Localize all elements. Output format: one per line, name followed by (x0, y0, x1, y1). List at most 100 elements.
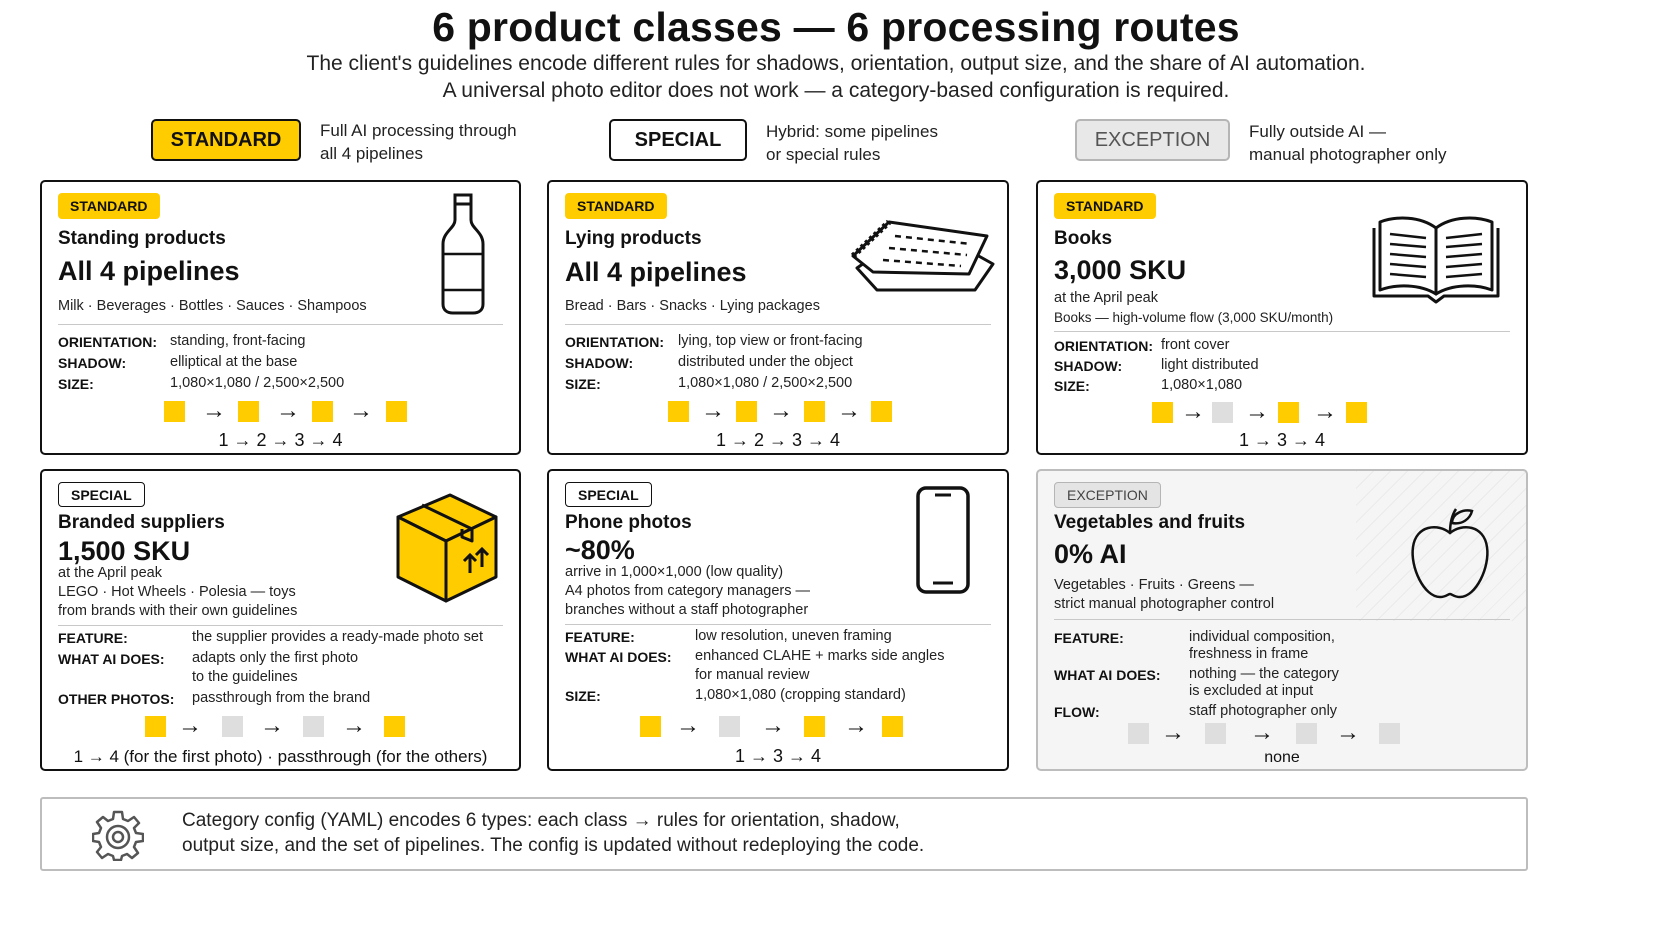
card-examples: Milk · Beverages · Bottles · Sauces · Sh… (58, 298, 367, 314)
pipeline-step-square (1212, 402, 1233, 423)
field-key: ORIENTATION: (58, 334, 158, 350)
category-tag: SPECIAL (565, 482, 652, 507)
category-tag: STANDARD (565, 193, 667, 219)
card-subline: arrive in 1,000×1,000 (low quality) (565, 564, 784, 580)
field-value: is excluded at input (1189, 683, 1314, 699)
card-examples: LEGO · Hot Wheels · Polesia — toys (58, 584, 296, 600)
footer-text: Category config (YAML) encodes 6 types: … (182, 810, 925, 856)
legend-badge-special: SPECIAL (609, 119, 747, 161)
card-subline: at the April peak (1054, 290, 1158, 306)
card-branded-suppliers: SPECIAL Branded suppliers 1,500 SKU at t… (40, 469, 521, 771)
pipeline-arrow: → (342, 712, 366, 739)
card-name: Standing products (58, 228, 226, 249)
pipeline-step-square (804, 716, 825, 737)
field-value: passthrough from the brand (192, 690, 371, 706)
pipeline-arrow: → (1161, 719, 1185, 746)
card-headline: All 4 pipelines (565, 257, 747, 287)
divider (565, 324, 991, 325)
pipeline-arrow: → (769, 397, 793, 424)
card-subline: strict manual photographer control (1054, 596, 1275, 612)
field-key: SHADOW: (565, 355, 634, 371)
field-key: SIZE: (1054, 378, 1090, 394)
field-key: SIZE: (565, 376, 601, 392)
card-books: STANDARD Books 3,000 SKU at the April pe… (1036, 180, 1528, 455)
pipeline-step-square (1205, 723, 1226, 744)
card-standing-products: STANDARD Standing products All 4 pipelin… (40, 180, 521, 455)
field-value: light distributed (1161, 357, 1259, 373)
card-name: Books (1054, 228, 1113, 249)
pipeline-step-square (164, 401, 185, 422)
card-lying-products: STANDARD Lying products All 4 pipelines … (547, 180, 1009, 455)
card-headline: 1,500 SKU (58, 536, 191, 566)
category-tag: STANDARD (58, 193, 160, 219)
pipeline-step-square (386, 401, 407, 422)
category-tag: STANDARD (1054, 193, 1156, 219)
pipeline-arrow: → (837, 397, 861, 424)
card-phone-photos: SPECIAL Phone photos ~80% arrive in 1,00… (547, 469, 1009, 771)
field-key: WHAT AI DOES: (1054, 667, 1161, 683)
card-name: Lying products (565, 228, 702, 249)
pipeline-steps: 1 → 3 → 4 (1238, 430, 1326, 450)
bottle-icon (441, 193, 485, 315)
pipeline-step-square (1278, 402, 1299, 423)
pipeline-step-square (1128, 723, 1149, 744)
pipeline-arrow: → (1313, 398, 1337, 425)
field-key: FEATURE: (1054, 630, 1124, 646)
card-name: Vegetables and fruits (1054, 512, 1246, 533)
subtitle-line-2: A universal photo editor does not work —… (442, 79, 1230, 102)
card-examples: Books — high-volume flow (3,000 SKU/mont… (1054, 310, 1334, 325)
pipeline-step-square (668, 401, 689, 422)
card-headline: 0% AI (1054, 539, 1127, 569)
card-headline: ~80% (565, 535, 635, 565)
field-value: freshness in frame (1189, 646, 1309, 662)
field-key: WHAT AI DOES: (565, 649, 672, 665)
field-key: FEATURE: (58, 630, 128, 646)
field-key: WHAT AI DOES: (58, 651, 165, 667)
field-key: FEATURE: (565, 629, 635, 645)
field-key: ORIENTATION: (565, 334, 665, 350)
category-tag: SPECIAL (58, 482, 145, 507)
field-value: 1,080×1,080 (cropping standard) (695, 687, 906, 703)
field-value: 1,080×1,080 / 2,500×2,500 (678, 375, 853, 391)
apple-icon (1411, 508, 1489, 599)
divider (565, 624, 991, 625)
pipeline-steps: 1 → 2 → 3 → 4 (218, 430, 343, 450)
pipeline-arrow: → (676, 712, 700, 739)
pipeline-arrow: → (202, 397, 226, 424)
pipeline-step-square (238, 401, 259, 422)
pipeline-arrow: → (349, 397, 373, 424)
card-vegetables-fruits: EXCEPTION Vegetables and fruits 0% AI Ve… (1036, 469, 1528, 771)
pipeline-step-square (871, 401, 892, 422)
open-book-icon (1372, 216, 1500, 304)
card-examples: A4 photos from category managers — (565, 583, 811, 599)
card-headline: 3,000 SKU (1054, 255, 1187, 285)
pipeline-arrow: → (1250, 719, 1274, 746)
pipeline-arrow: → (1336, 719, 1360, 746)
legend-badge-standard: STANDARD (151, 119, 301, 161)
pipeline-step-square (1296, 723, 1317, 744)
field-value: lying, top view or front-facing (678, 333, 863, 349)
card-subline: at the April peak (58, 565, 162, 581)
field-value: for manual review (695, 667, 810, 683)
field-value: front cover (1161, 337, 1230, 353)
pipeline-arrow: → (844, 712, 868, 739)
pipeline-step-square (303, 716, 324, 737)
box-icon (396, 493, 498, 603)
pipeline-arrow: → (260, 712, 284, 739)
field-value: adapts only the first photo (192, 650, 359, 666)
pipeline-step-square (719, 716, 740, 737)
pipeline-steps: 1 → 2 → 3 → 4 (715, 430, 841, 450)
field-value: distributed under the object (678, 354, 853, 370)
field-key: SIZE: (565, 688, 601, 704)
category-tag: EXCEPTION (1054, 482, 1161, 508)
field-key: FLOW: (1054, 704, 1100, 720)
field-value: standing, front-facing (170, 333, 306, 349)
field-key: OTHER PHOTOS: (58, 691, 175, 707)
pipeline-arrow: → (178, 712, 202, 739)
field-value: nothing — the category (1189, 666, 1339, 682)
field-key: ORIENTATION: (1054, 338, 1154, 354)
pipeline-steps: 1 → 3 → 4 (734, 746, 822, 766)
pipeline-step-square (882, 716, 903, 737)
pipeline-steps: 1 → 4 (for the first photo) · passthroug… (73, 747, 488, 766)
